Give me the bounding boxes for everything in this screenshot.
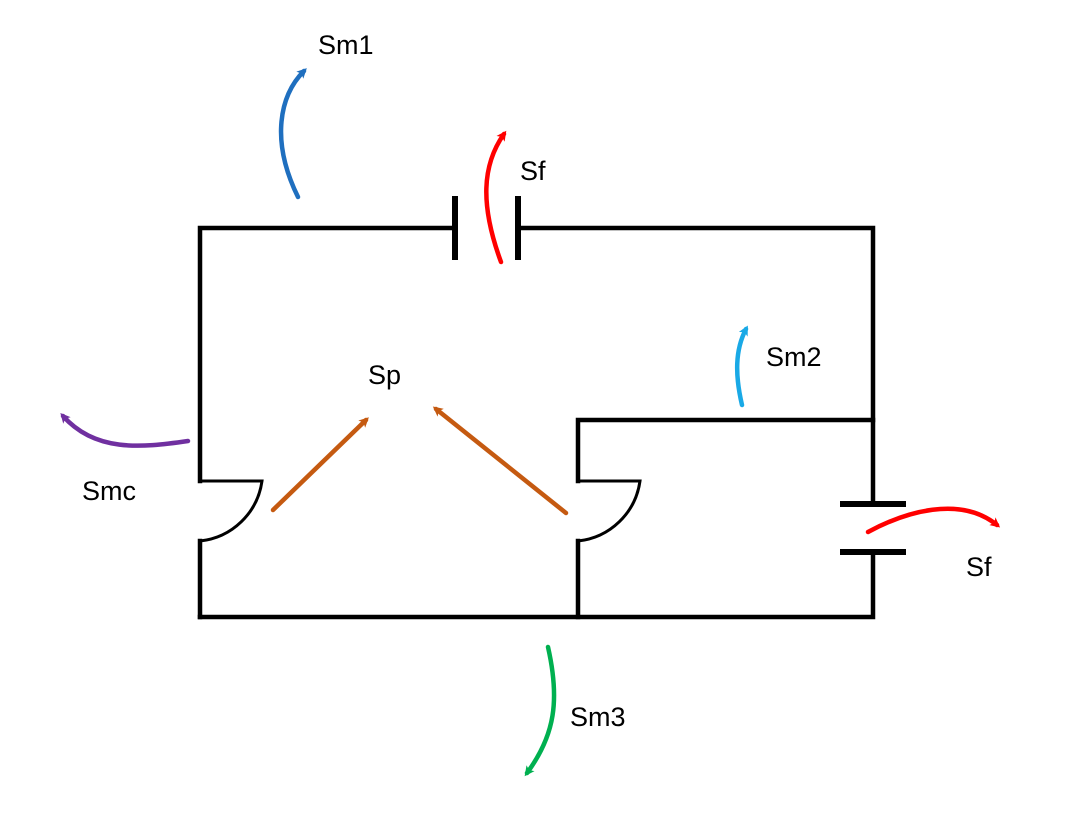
label-sf-right: Sf <box>966 552 992 582</box>
junction-arc-left <box>199 479 264 543</box>
smc-arrow <box>60 413 191 448</box>
junction-arc-inner <box>577 479 642 543</box>
wire-inner-branch <box>575 417 876 484</box>
label-sm2: Sm2 <box>766 342 822 372</box>
wire-top-right <box>515 225 876 507</box>
label-sp: Sp <box>368 360 401 390</box>
wire-bottom <box>197 549 876 620</box>
sm1-arrow <box>278 68 307 200</box>
label-sm3: Sm3 <box>570 702 626 732</box>
sf-right-arrow <box>865 506 1001 535</box>
sp-arrow-left <box>270 417 369 513</box>
sm3-arrow <box>524 644 557 777</box>
sm2-arrow <box>734 325 749 408</box>
sf-top-arrow <box>484 130 507 265</box>
label-smc: Smc <box>82 476 136 506</box>
wire-top-left <box>197 225 458 484</box>
sp-arrow-right <box>432 406 569 516</box>
label-sm1: Sm1 <box>318 30 374 60</box>
label-sf-top: Sf <box>520 156 546 186</box>
